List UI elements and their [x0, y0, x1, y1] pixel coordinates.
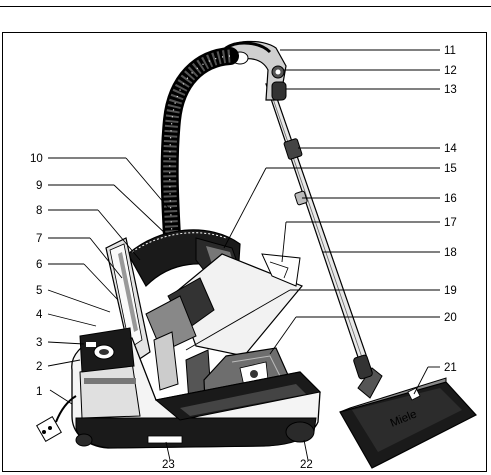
callout-8: 8	[36, 205, 42, 217]
callout-7: 7	[36, 233, 42, 245]
callout-14: 14	[444, 143, 457, 155]
telescopic-wand	[265, 83, 373, 380]
callout-16: 16	[444, 193, 457, 205]
callout-9: 9	[36, 180, 42, 192]
callout-10: 10	[30, 153, 43, 165]
internal-parts	[145, 277, 215, 417]
suction-hose	[160, 47, 239, 245]
figure-frame	[2, 32, 487, 472]
callout-11: 11	[444, 45, 456, 57]
header-rule	[0, 6, 491, 7]
callout-22: 22	[300, 459, 313, 471]
filter-flap	[175, 253, 303, 357]
leader-lines	[47, 49, 440, 461]
callout-12: 12	[444, 65, 457, 77]
callout-1: 1	[36, 386, 42, 398]
callout-labels: 1 2 3 4 5 6 7 8 9 10 11 12 13 14 15 16 1…	[30, 45, 457, 471]
vacuum-body	[71, 327, 322, 449]
callout-4: 4	[36, 309, 43, 321]
callout-5: 5	[36, 285, 42, 297]
callout-21: 21	[444, 362, 457, 374]
callout-3: 3	[36, 337, 42, 349]
power-cord	[36, 395, 77, 442]
callout-19: 19	[444, 285, 457, 297]
callout-15: 15	[444, 163, 457, 175]
callout-18: 18	[444, 247, 457, 259]
callout-13: 13	[444, 84, 457, 96]
callout-17: 17	[444, 217, 457, 229]
callout-20: 20	[444, 312, 457, 324]
callout-23: 23	[162, 459, 175, 471]
floor-nozzle: Miele	[339, 367, 477, 469]
callout-2: 2	[36, 361, 42, 373]
callout-6: 6	[36, 259, 42, 271]
